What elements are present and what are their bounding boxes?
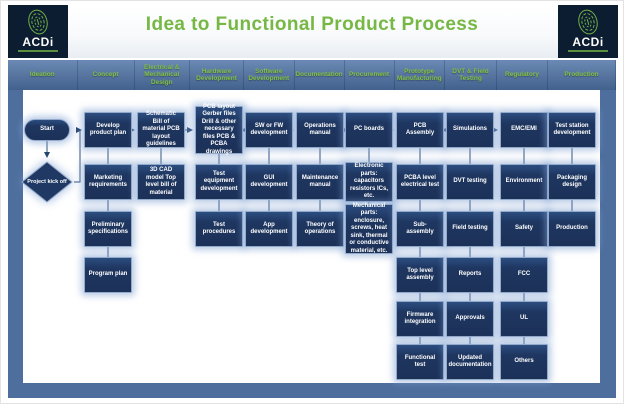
title-strip: [8, 6, 616, 58]
page-title: Idea to Functional Product Process: [145, 14, 479, 35]
flow-node: Top level assembly: [396, 257, 444, 293]
column-header: Hardware Development: [190, 60, 244, 90]
flow-node: Electronic parts: capacitors resistors I…: [345, 162, 393, 202]
column-header: Prototype Manufacturing: [394, 60, 445, 90]
flow-node: Approvals: [446, 301, 494, 337]
frame-right-bar: [600, 90, 616, 398]
flow-node: PCB layout Gerber files Drill & other ne…: [195, 104, 243, 155]
column-header: Concept: [77, 60, 135, 90]
acdi-logo-left: ACDi: [8, 5, 68, 58]
flow-node: FCC: [500, 257, 548, 293]
flow-node: Test procedures: [195, 211, 243, 247]
flow-node: Environment: [500, 164, 548, 200]
flow-node: Functional test: [396, 344, 444, 380]
flow-node: App development: [245, 211, 293, 247]
flow-node: Project kick off: [20, 160, 74, 204]
flow-node: UL: [500, 301, 548, 337]
flow-node: Packaging design: [548, 164, 596, 200]
flow-node: Test station development: [548, 112, 596, 148]
flow-node: PC boards: [345, 112, 393, 148]
column-header: Procurement: [344, 60, 395, 90]
flow-node: Others: [500, 344, 548, 380]
flow-node: SW or FW development: [245, 112, 293, 148]
flow-node: EMC/EMI: [500, 112, 548, 148]
column-header: DVT & Field Testing: [445, 60, 497, 90]
flow-node: Updated documentation: [446, 344, 494, 380]
acdi-logo-text: ACDi: [22, 35, 54, 49]
flow-node: Theory of operations: [296, 211, 344, 247]
flow-node: Mechanical parts: enclosure, screws, hea…: [345, 203, 393, 254]
flow-node: Simulations: [446, 112, 494, 148]
flow-node: PCBA level electrical test: [396, 164, 444, 200]
flow-node: Test equipment development: [195, 164, 243, 200]
flow-node: Preliminary specifications: [84, 211, 132, 247]
column-header: Production: [548, 60, 616, 90]
flow-node: 3D CAD model Top level bill of material: [137, 164, 185, 200]
flow-node: Sub-assembly: [396, 211, 444, 247]
flow-node: DVT testing: [446, 164, 494, 200]
flow-node: Program plan: [84, 257, 132, 293]
column-header: Ideation: [8, 60, 78, 90]
fingerprint-icon: [578, 9, 598, 35]
flow-node: Production: [548, 211, 596, 247]
acdi-logo-right: ACDi: [558, 5, 618, 58]
flow-node: Reports: [446, 257, 494, 293]
flow-node: Maintenance manual: [296, 164, 344, 200]
acdi-logo-tagline: [568, 50, 608, 52]
column-header: Electrical & Mechanical Design: [134, 60, 190, 90]
column-header-band: [8, 60, 616, 90]
acdi-logo-text: ACDi: [572, 35, 604, 49]
flow-node: Field testing: [446, 211, 494, 247]
flow-node: PCB Assembly: [396, 112, 444, 148]
flow-node: Operations manual: [296, 112, 344, 148]
flow-node: Safety: [500, 211, 548, 247]
column-header: Documentation: [294, 60, 345, 90]
fingerprint-icon: [28, 9, 48, 35]
acdi-logo-tagline: [18, 50, 58, 52]
flow-node-label: Project kick off: [27, 179, 67, 185]
flow-node: Marketing requirements: [84, 164, 132, 200]
column-header: Regulatory: [497, 60, 548, 90]
column-header: Software Development: [244, 60, 295, 90]
flow-node: Firmware integration: [396, 301, 444, 337]
frame-left-bar: [8, 90, 23, 398]
flow-node: Schematic Bill of material PCB layout gu…: [137, 111, 185, 148]
flow-node: Start: [24, 119, 70, 141]
frame-bottom-bar: [8, 383, 616, 398]
flow-node: Develop product plan: [84, 112, 132, 148]
flow-node: GUI development: [245, 164, 293, 200]
